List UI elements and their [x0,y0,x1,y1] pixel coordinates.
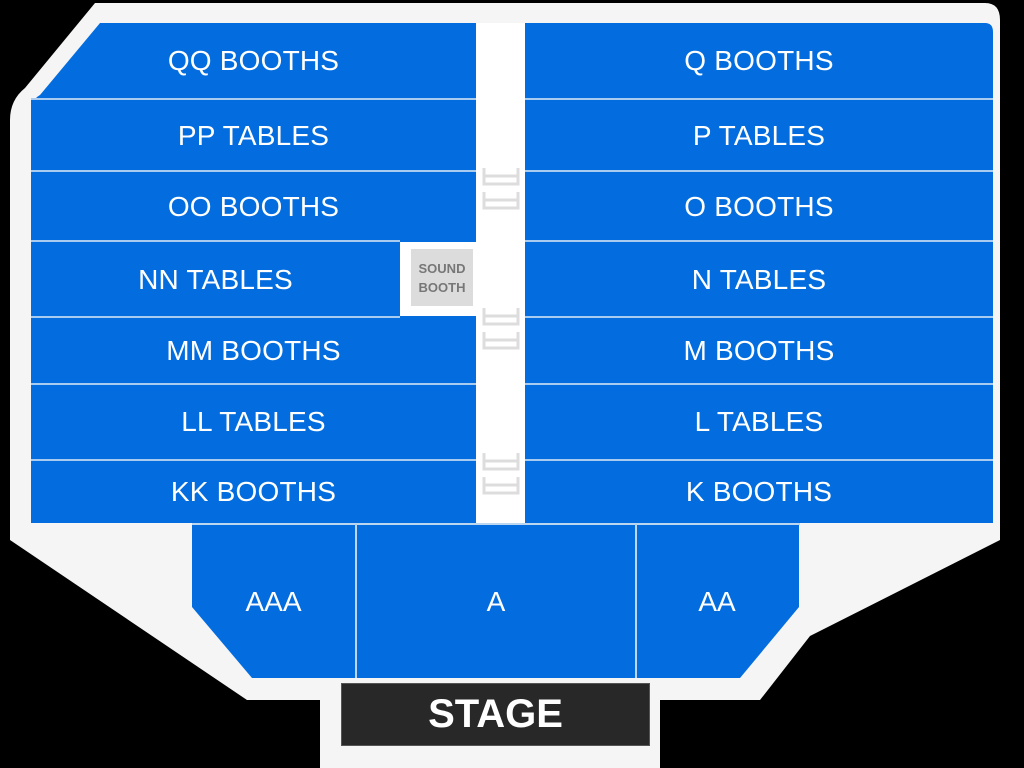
row-divider [31,240,400,242]
sound-booth: SOUND BOOTH [411,249,473,306]
row-divider [525,316,993,318]
section-aa[interactable]: AA [637,525,797,678]
row-divider [525,98,993,100]
center-aisle [476,23,525,523]
stage: STAGE [341,683,650,746]
row-divider [31,98,476,100]
row-divider [31,383,476,385]
row-divider [525,459,993,461]
stairs-icon [481,451,521,495]
row-divider [31,316,400,318]
sound-booth-label-line2: BOOTH [418,279,466,295]
section-label: A [486,585,506,617]
section-label: AAA [245,585,302,617]
section-label: AA [698,585,736,617]
sound-booth-label-line1: SOUND [418,260,466,276]
row-divider [525,383,993,385]
stairs-icon [481,306,521,350]
section-a[interactable]: A [357,525,635,678]
section-aaa[interactable]: AAA [192,525,355,678]
row-divider [31,170,476,172]
stairs-icon [481,166,521,210]
stage-label: STAGE [428,692,563,736]
row-divider [525,170,993,172]
row-divider [31,459,476,461]
row-divider [525,240,993,242]
